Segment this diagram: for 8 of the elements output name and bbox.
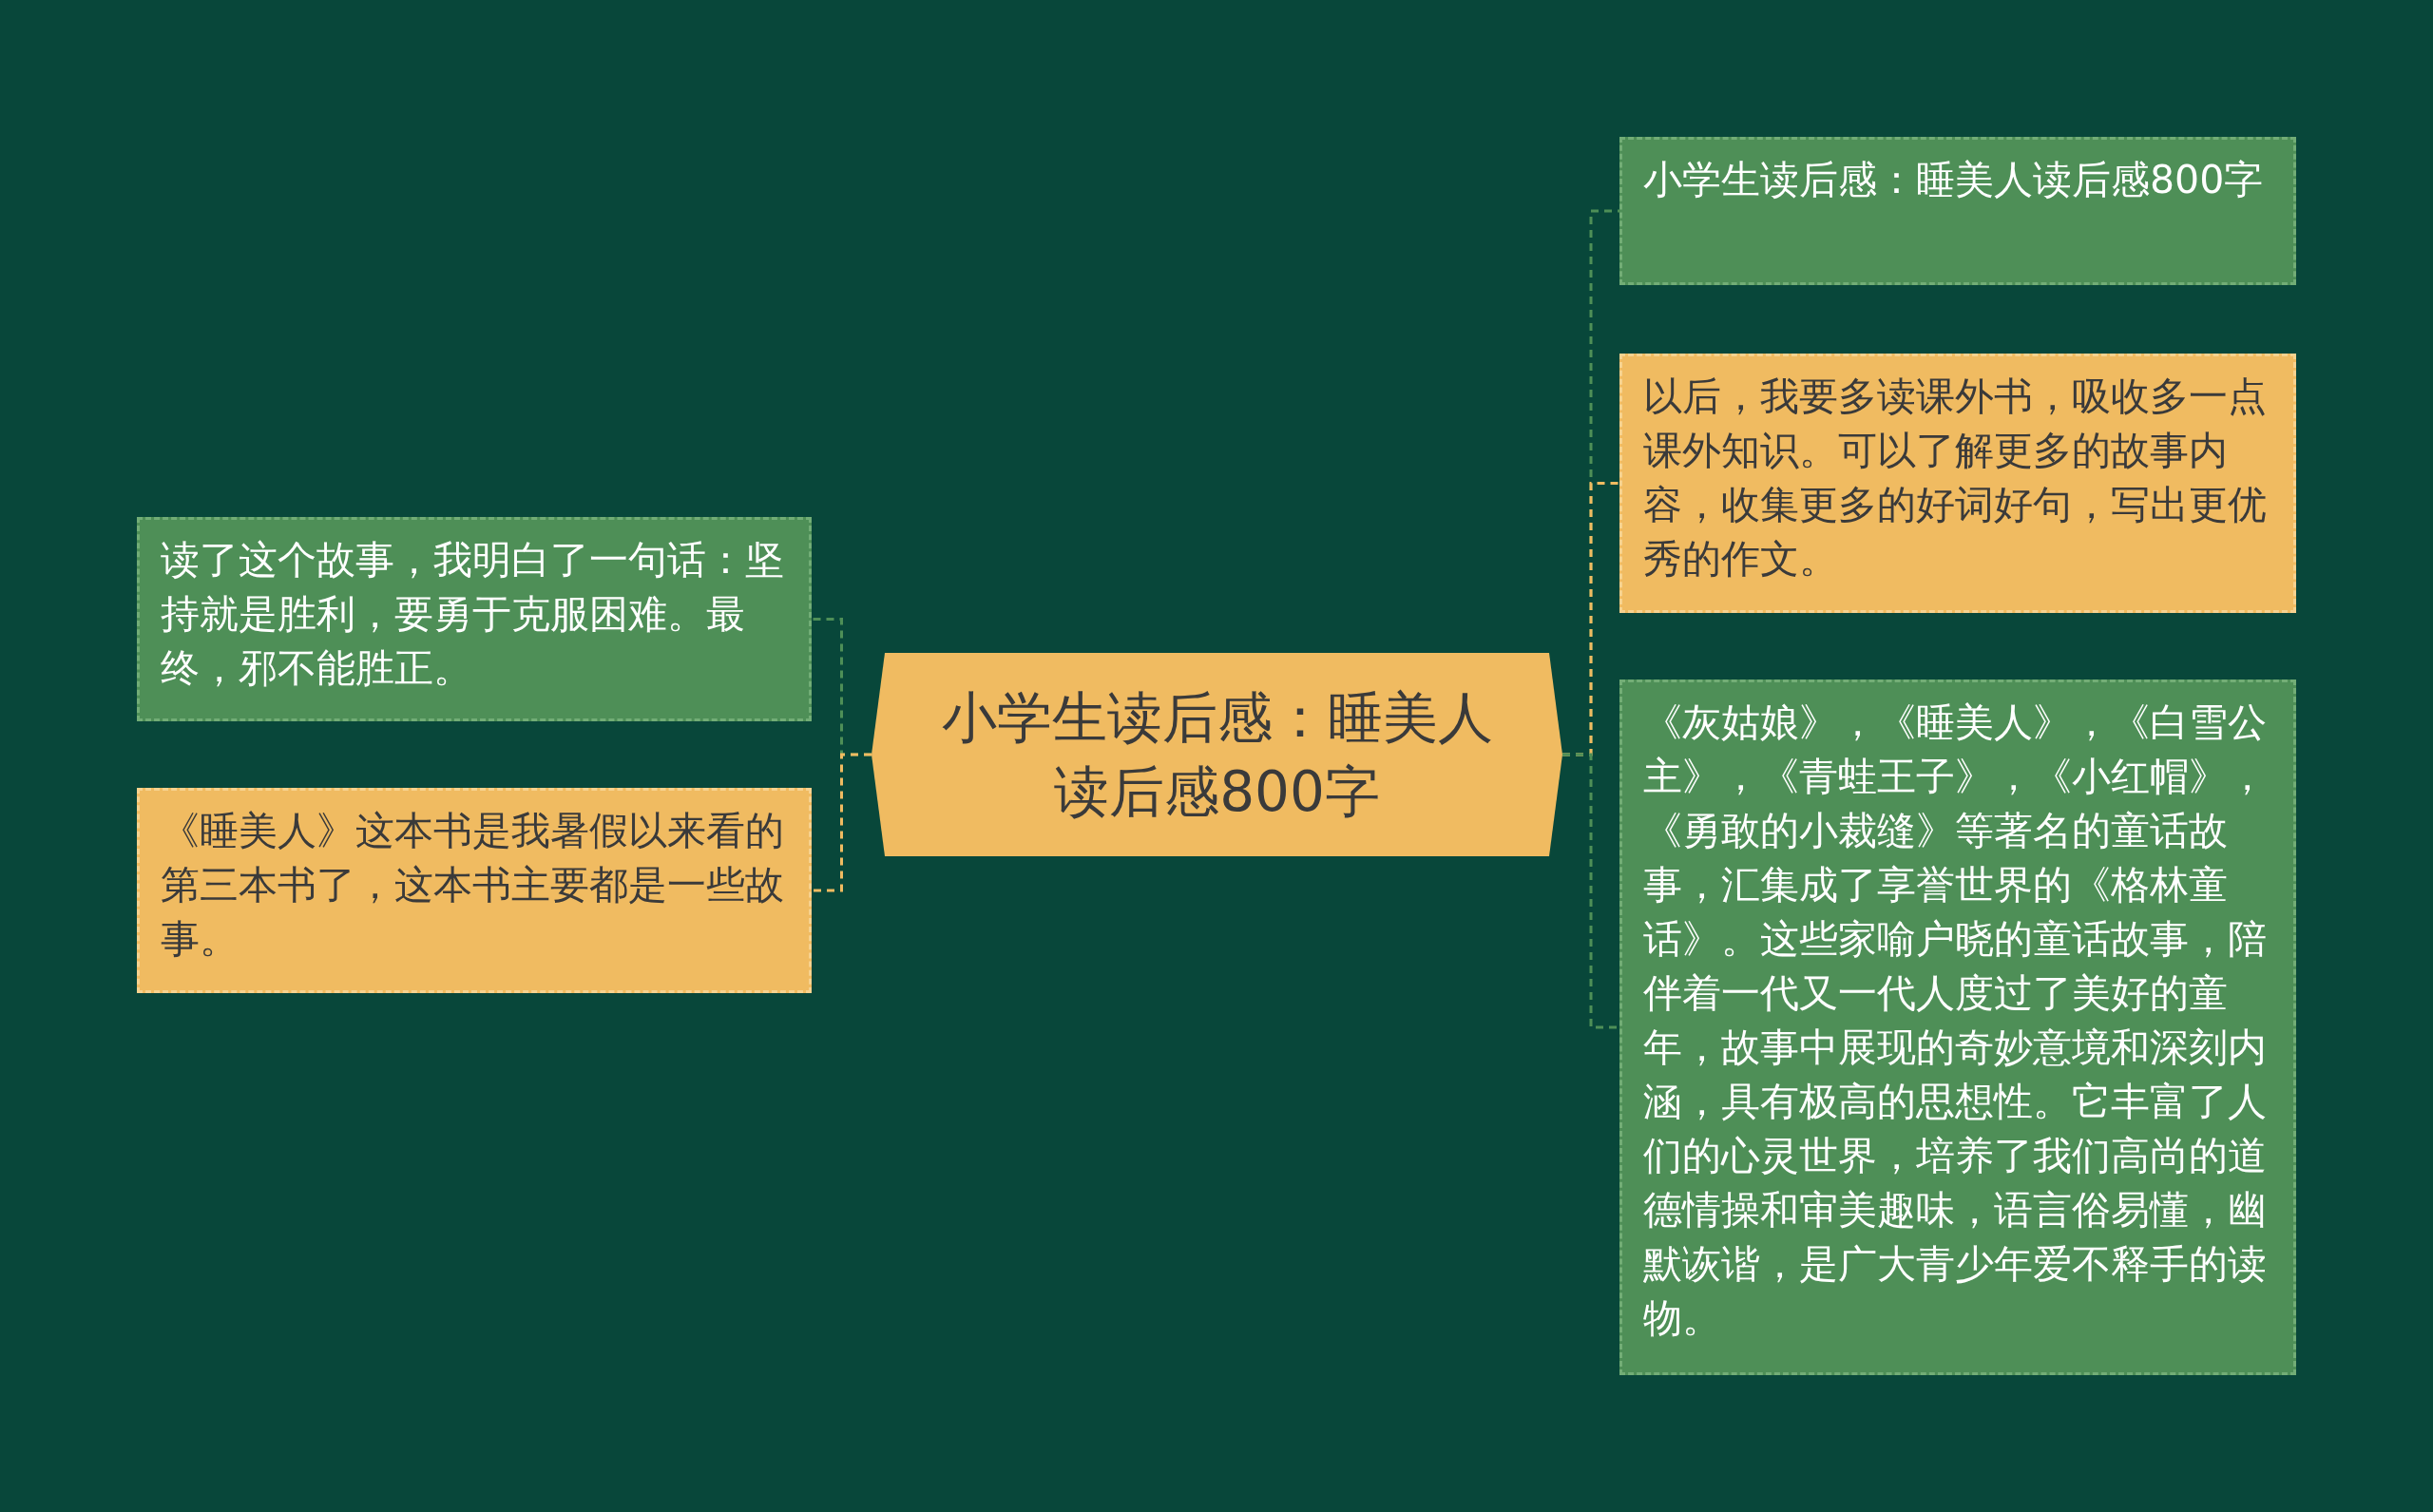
note-box: 《睡美人》这本书是我暑假以来看的第三本书了，这本书主要都是一些故事。 [137,788,812,993]
note-box: 《灰姑娘》，《睡美人》，《白雪公主》，《青蛙王子》，《小红帽》，《勇敢的小裁缝》等著名的童话故事，汇集成了享誉世界的《格林童话》。这些家喻户晓的童话故事，陪伴着一代又一代人度过了美好的童年，故事中展现的奇妙意境和深刻内涵，具有极高的思想性。它丰富了人们的心灵世界，培养了我们高尚的道德情操和审美趣味，语言俗易懂，幽默诙谐，是广大青少年爱不释手的读物。 [1619,679,2296,1375]
connector-line [1562,753,1619,1029]
connector-line [812,753,872,892]
note-box: 小学生读后感：睡美人读后感800字 [1619,137,2296,285]
note-box: 以后，我要多读课外书，吸收多一点课外知识。可以了解更多的故事内容，收集更多的好词好句，写出更优秀的作文。 [1619,354,2296,613]
note-box: 读了这个故事，我明白了一句话：坚持就是胜利，要勇于克服困难。最终，邪不能胜正。 [137,517,812,721]
topic-text: 小学生读后感：睡美人读后感800字 [940,684,1494,826]
